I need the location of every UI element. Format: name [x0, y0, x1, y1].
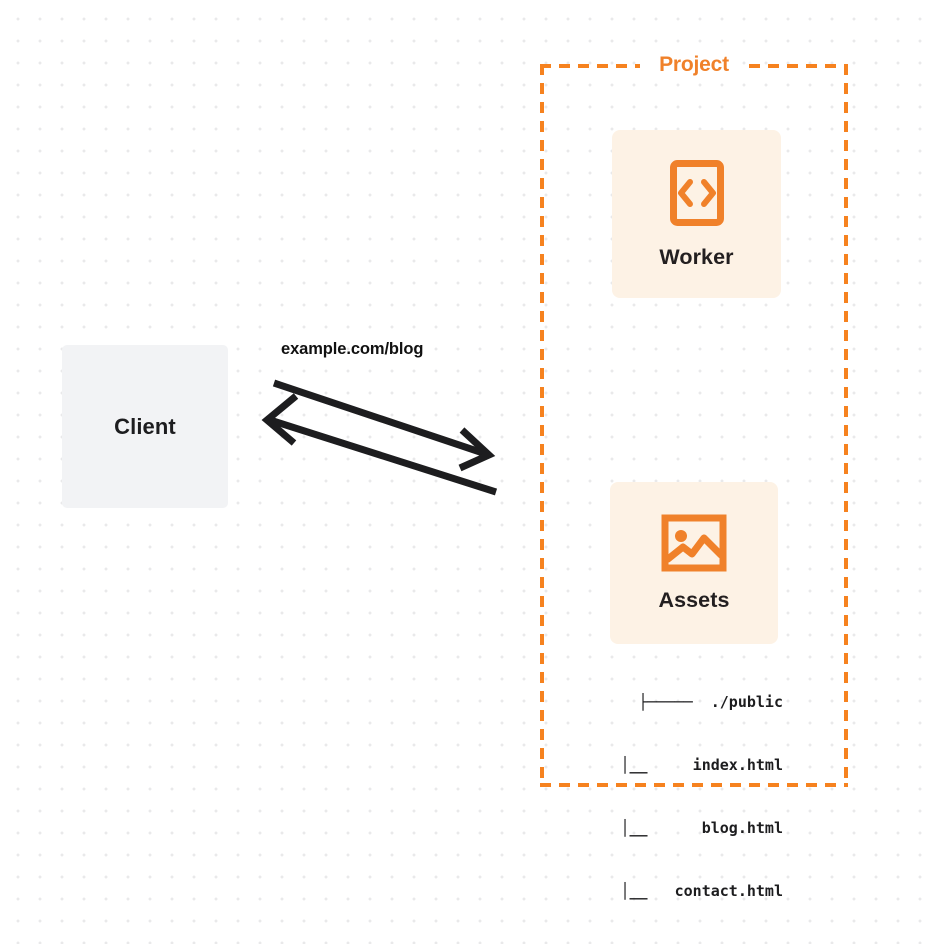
project-boundary: Project: [540, 52, 848, 787]
arrows-svg: [261, 379, 498, 496]
tree-row: ├───── ./public: [638, 693, 784, 711]
project-label: Project: [654, 52, 734, 77]
response-arrow: [261, 393, 498, 496]
worker-node[interactable]: Worker: [612, 130, 781, 298]
boundary-edge-top-right: [749, 64, 848, 68]
tree-row: │__ contact.html: [620, 882, 783, 900]
worker-label: Worker: [659, 244, 734, 269]
client-node[interactable]: Client: [62, 345, 228, 508]
image-icon: [661, 514, 727, 572]
connection-arrows: [250, 325, 520, 515]
tree-row: │__ blog.html: [620, 819, 783, 837]
boundary-edge-top-left: [540, 64, 640, 68]
request-arrow: [272, 379, 496, 472]
connection-url-label: example.com/blog: [281, 340, 424, 358]
diagram-canvas: Client example.com/blog Project: [62, 52, 848, 900]
assets-node[interactable]: Assets: [610, 482, 778, 644]
boundary-edge-bottom: [540, 783, 848, 787]
code-brackets-icon: [669, 159, 725, 227]
tree-row: │__ index.html: [620, 756, 783, 774]
client-label: Client: [114, 413, 176, 439]
boundary-edge-left: [540, 64, 544, 787]
assets-label: Assets: [658, 587, 730, 612]
boundary-edge-right: [844, 64, 848, 787]
asset-file-tree: ├───── ./public │__ index.html │__ blog.…: [585, 650, 783, 944]
